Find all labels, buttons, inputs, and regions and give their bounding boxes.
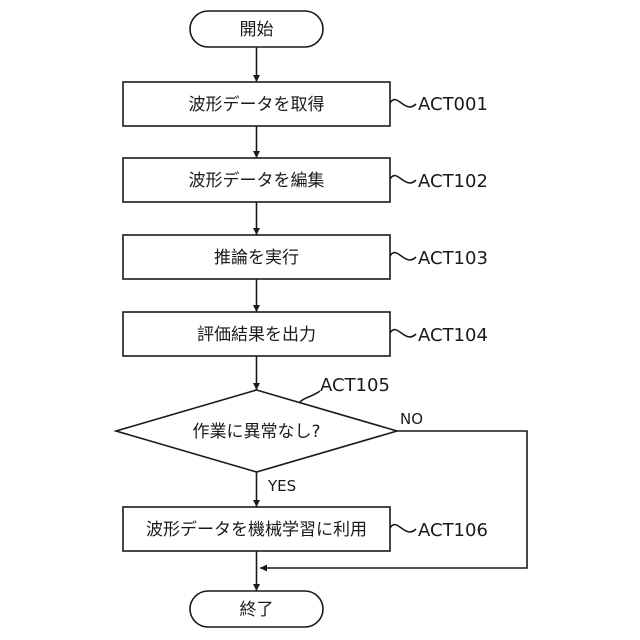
ref-leader-act104 [390, 330, 416, 337]
ref-act001: ACT001 [418, 94, 488, 115]
branch-yes-label: YES [267, 477, 296, 495]
decision-no-anomaly-label: 作業に異常なし? [192, 422, 320, 442]
step-use-for-ml-label: 波形データを機械学習に利用 [146, 519, 367, 540]
step-edit-waveform-label: 波形データを編集 [189, 170, 325, 191]
ref-act104: ACT104 [418, 325, 488, 346]
step-acquire-waveform-label: 波形データを取得 [189, 94, 325, 115]
branch-no-label: NO [400, 410, 423, 428]
ref-leader-act103 [390, 253, 416, 260]
start-label: 開始 [240, 20, 274, 40]
end-label: 終了 [240, 600, 274, 620]
ref-leader-act106 [390, 525, 416, 532]
ref-act106: ACT106 [418, 520, 488, 541]
ref-leader-act001 [390, 100, 416, 107]
step-run-inference-label: 推論を実行 [214, 248, 299, 268]
ref-act105: ACT105 [320, 375, 390, 396]
ref-act102: ACT102 [418, 171, 488, 192]
ref-act103: ACT103 [418, 248, 488, 269]
ref-leader-act105 [299, 391, 320, 403]
step-output-evaluation-label: 評価結果を出力 [197, 325, 316, 345]
ref-leader-act102 [390, 176, 416, 183]
